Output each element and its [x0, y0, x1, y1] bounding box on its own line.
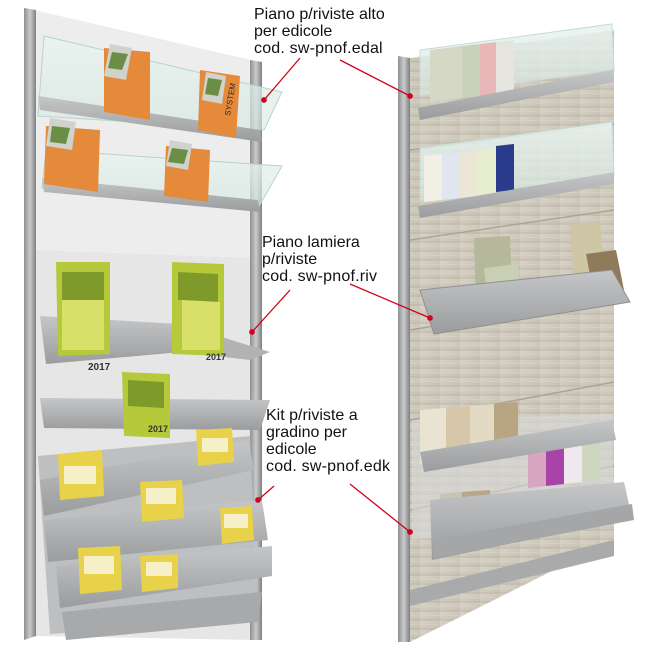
callout-edk-line1: Kit p/riviste a: [266, 407, 358, 424]
step-kit-tier-2: [44, 500, 268, 562]
left-frame-post-left: [24, 8, 36, 640]
callout-edk: Kit p/riviste a gradino per edicole cod.…: [266, 407, 390, 475]
yellow-magazine-4: [220, 506, 254, 544]
callout-edal-code: cod. sw-pnof.edal: [254, 40, 383, 57]
system-magazine-2: SYSTEM: [198, 70, 240, 138]
yellow-magazine-3: [140, 480, 184, 522]
leader-riv-right-dot: [427, 315, 433, 321]
left-display: SYSTEM 2017 2017: [24, 8, 283, 640]
magazine-year-label-1: 2017: [88, 362, 111, 373]
callout-edk-line3: edicole: [266, 441, 317, 458]
leader-edal-right-dot: [407, 93, 413, 99]
leader-edk-left: [257, 485, 275, 501]
right-display: [398, 23, 634, 642]
step-kit-tier-4: [62, 592, 262, 640]
leader-edk-left-dot: [255, 497, 261, 503]
callout-edk-line2: gradino per: [266, 424, 347, 441]
system-magazine-1: [104, 44, 150, 120]
leader-riv-left-dot: [249, 329, 255, 335]
yellow-magazine-5: [78, 546, 122, 594]
green-magazine-1: 2017: [56, 262, 111, 373]
edk-tier-2-front: [432, 504, 634, 558]
right-base: [410, 540, 614, 606]
edal-magazines: [430, 40, 514, 102]
leader-riv-right: [349, 283, 431, 319]
green-magazine-3: 2017: [122, 372, 170, 438]
edk-tier-1: [420, 420, 616, 472]
system-magazine-4: [164, 140, 210, 202]
yellow-magazine-1: [58, 450, 104, 500]
leader-edk-right-dot: [407, 529, 413, 535]
callout-riv-code: cod. sw-pnof.riv: [262, 268, 378, 285]
yellow-magazine-2: [196, 428, 234, 466]
callout-riv-line2: p/riviste: [262, 251, 318, 268]
system-magazine-3: [44, 118, 100, 192]
callout-edal-line2: per edicole: [254, 23, 333, 40]
magazine-year-label-3: 2017: [148, 424, 168, 434]
leader-edal-left: [263, 57, 301, 101]
callout-edal-line1: Piano p/riviste alto: [254, 6, 385, 23]
green-magazine-2: 2017: [172, 262, 226, 362]
leader-edal-left-dot: [261, 97, 267, 103]
leader-edk-right: [349, 483, 411, 533]
callout-riv-line1: Piano lamiera: [262, 234, 360, 251]
leader-riv-left: [251, 289, 291, 333]
second-shelf-tray: [418, 172, 614, 218]
yellow-magazine-6: [140, 554, 178, 592]
edal-shelf-tray: [418, 70, 614, 120]
callout-riv: Piano lamiera p/riviste cod. sw-pnof.riv: [262, 234, 377, 285]
second-shelf-magazines: [424, 144, 514, 202]
leader-edal-right: [339, 59, 411, 97]
leader-lines: [249, 57, 433, 535]
magazine-year-label-2: 2017: [206, 352, 226, 362]
callout-edal: Piano p/riviste alto per edicole cod. sw…: [254, 6, 385, 57]
callout-edk-code: cod. sw-pnof.edk: [266, 458, 391, 475]
right-frame-post: [398, 56, 410, 642]
